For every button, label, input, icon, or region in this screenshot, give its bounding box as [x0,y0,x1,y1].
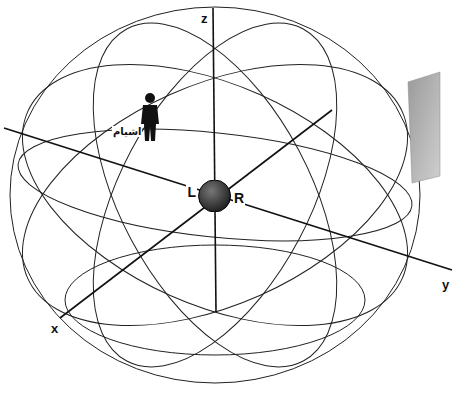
ear-label: R [233,191,245,206]
person-figure [141,93,159,141]
head-node: LR [186,180,245,212]
head-sphere [199,180,231,212]
meridian-circle [43,0,387,394]
axis-label: y [441,278,450,292]
person-label: اشیام [112,126,142,137]
axis-label: x [50,322,59,336]
tilted-circle [0,11,447,379]
ear-label: L [186,185,197,200]
axes [4,8,452,318]
tilted-circle [0,11,447,379]
z-axis [213,8,216,312]
y-axis [4,128,452,270]
sphere-wireframe [0,0,447,394]
meridian-circle [43,0,387,394]
wall-panel [408,72,440,183]
outer-circle [10,7,420,383]
x-axis [60,110,332,318]
axis-label: z [200,12,209,26]
